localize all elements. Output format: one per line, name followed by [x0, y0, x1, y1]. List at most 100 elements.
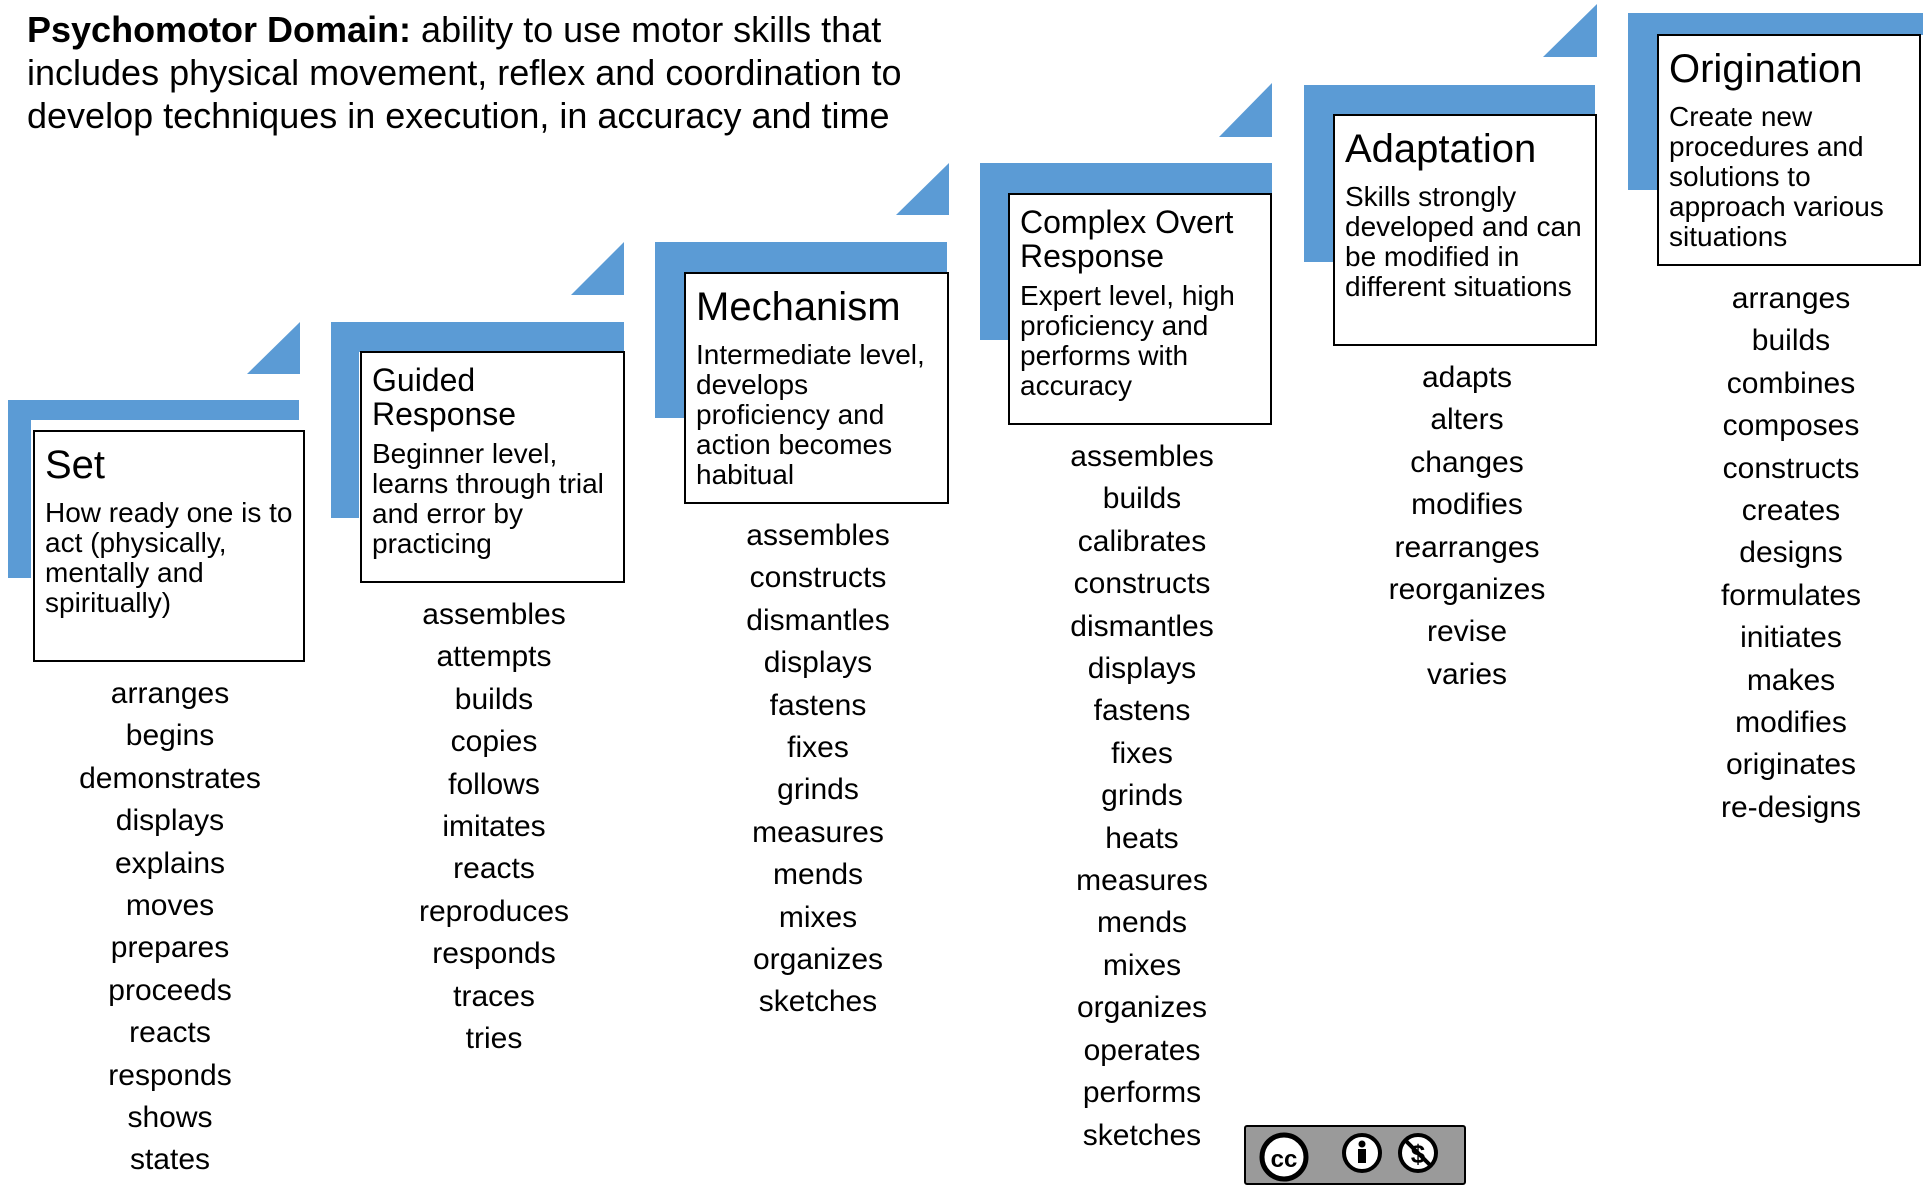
verb-item: grinds — [777, 773, 859, 807]
verb-item: moves — [125, 889, 215, 923]
verb-item: fastens — [1093, 694, 1191, 728]
verb-item: mends — [772, 858, 864, 892]
step-bracket — [980, 163, 1272, 340]
level-box-origination: Origination Create new procedures and so… — [1657, 34, 1921, 266]
level-title: Complex Overt Response — [1020, 204, 1234, 274]
verb-item: re-designs — [1720, 790, 1862, 824]
verb-item: mixes — [778, 900, 858, 934]
step-arrow — [1543, 4, 1597, 57]
level-description: Intermediate level, develops proficiency… — [696, 339, 925, 490]
verb-item: builds — [1751, 324, 1831, 358]
verb-item: measures — [1076, 864, 1208, 898]
verb-item: organizes — [1076, 991, 1208, 1025]
step-bracket — [331, 322, 624, 518]
level-title: Set — [45, 443, 106, 487]
verb-item: alters — [1430, 403, 1504, 437]
verb-item: fastens — [769, 688, 867, 722]
step-arrow — [571, 242, 624, 295]
verb-item: measures — [752, 815, 884, 849]
verb-item: changes — [1410, 445, 1524, 479]
verb-item: prepares — [110, 931, 230, 965]
level-box-mechanism: Mechanism Intermediate level, develops p… — [684, 272, 949, 504]
verb-item: constructs — [1073, 567, 1211, 601]
level-title: Guided Response — [372, 362, 517, 432]
verb-item: composes — [1722, 409, 1860, 443]
verb-item: proceeds — [108, 973, 232, 1007]
step-bracket — [1304, 85, 1595, 262]
step-arrow — [1219, 83, 1272, 137]
verb-item: originates — [1725, 748, 1857, 782]
level-box-set: Set How ready one is to act (physically,… — [33, 430, 305, 662]
verb-item: modifies — [1411, 488, 1523, 522]
verb-item: performs — [1082, 1076, 1202, 1110]
verb-item: shows — [127, 1101, 213, 1135]
level-title: Adaptation — [1345, 127, 1537, 171]
verb-item: assembles — [1070, 440, 1214, 473]
verb-item: creates — [1741, 494, 1841, 528]
level-title: Origination — [1669, 47, 1863, 91]
verb-item: builds — [454, 682, 534, 716]
nc-icon: $ — [1398, 1133, 1438, 1173]
step-arrow — [896, 163, 949, 215]
verb-item: revise — [1426, 615, 1508, 649]
level-box-guided-response: Guided Response Beginner level, learns t… — [360, 351, 625, 583]
license-badge: cc $ — [1244, 1125, 1466, 1185]
verb-item: displays — [763, 646, 873, 680]
step-bracket — [8, 400, 299, 578]
verb-item: grinds — [1101, 779, 1183, 813]
verb-item: reacts — [129, 1016, 211, 1050]
step-bracket — [655, 242, 947, 418]
level-description: Skills strongly developed and can be mod… — [1345, 181, 1582, 302]
level-box-complex-overt-response: Complex Overt Response Expert level, hig… — [1008, 193, 1272, 425]
verb-item: begins — [125, 719, 215, 753]
verb-item: dismantles — [746, 603, 890, 637]
svg-text:cc: cc — [1271, 1146, 1298, 1173]
verb-item: follows — [448, 767, 540, 801]
verb-item: makes — [1746, 663, 1836, 697]
intro-heading: Psychomotor Domain: — [27, 9, 412, 50]
step-bracket — [1628, 13, 1923, 190]
verb-item: reproduces — [418, 894, 570, 928]
step-arrow — [247, 322, 300, 374]
verb-item: mends — [1096, 906, 1188, 940]
verb-item: combines — [1726, 366, 1856, 400]
level-box-adaptation: Adaptation Skills strongly developed and… — [1333, 114, 1597, 346]
verb-item: assembles — [422, 598, 566, 631]
verb-item: heats — [1105, 821, 1179, 855]
level-description: How ready one is to act (physically, men… — [45, 497, 293, 618]
cc-icon: cc — [1259, 1132, 1309, 1182]
verb-item: initiates — [1740, 621, 1842, 655]
verb-item: reorganizes — [1388, 573, 1546, 607]
verb-item: operates — [1083, 1033, 1201, 1067]
verb-item: responds — [108, 1058, 232, 1092]
verb-item: constructs — [1722, 451, 1860, 485]
verb-item: sketches — [758, 985, 878, 1019]
verb-item: imitates — [442, 810, 546, 844]
verb-item: tries — [465, 1022, 523, 1056]
verb-item: displays — [115, 804, 225, 838]
verb-item: arranges — [110, 677, 230, 710]
level-description: Beginner level, learns through trial and… — [372, 438, 604, 559]
verb-item: reacts — [453, 852, 535, 886]
verb-item: modifies — [1735, 706, 1847, 740]
verb-item: organizes — [752, 943, 884, 977]
verb-item: attempts — [436, 640, 552, 674]
verb-item: assembles — [746, 519, 890, 552]
intro-text: ability to use motor skills that include… — [27, 9, 902, 136]
verb-item: sketches — [1082, 1118, 1202, 1152]
verb-item: displays — [1087, 652, 1197, 686]
verb-item: calibrates — [1077, 524, 1207, 558]
verb-item: builds — [1102, 482, 1182, 516]
verb-item: mixes — [1102, 948, 1182, 982]
verb-item: fixes — [787, 731, 849, 765]
level-description: Create new procedures and solutions to a… — [1669, 101, 1884, 252]
intro-paragraph: Psychomotor Domain: ability to use motor… — [27, 8, 927, 137]
verb-item: varies — [1426, 657, 1508, 691]
